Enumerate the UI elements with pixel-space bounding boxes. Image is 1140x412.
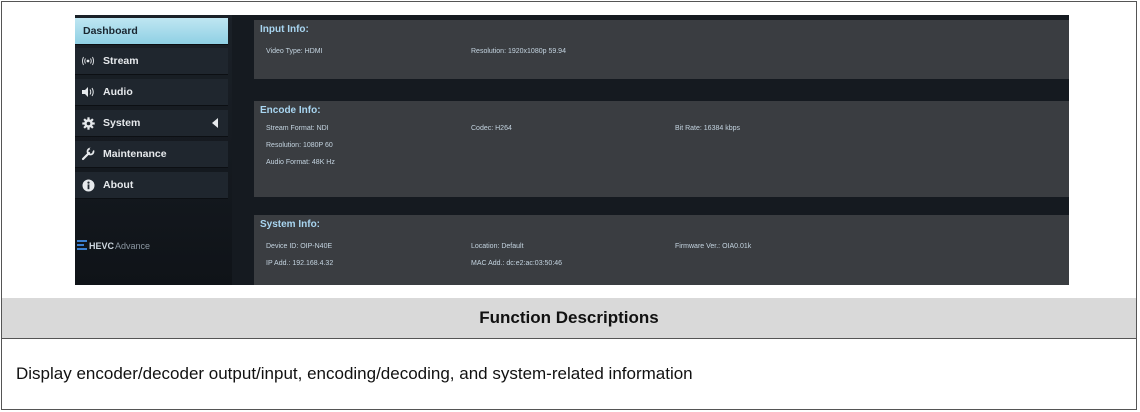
sidebar-item-audio[interactable]: Audio — [75, 79, 228, 106]
hevc-advance-logo: HEVC Advance — [77, 240, 150, 252]
firmware-value: Firmware Ver.: OIA0.01k — [675, 243, 752, 250]
screenshot-cell: Dashboard Stream — [2, 2, 1136, 299]
sidebar-item-label: About — [103, 179, 134, 191]
encode-info-title: Encode Info: — [260, 105, 321, 116]
function-description-cell: Display encoder/decoder output/input, en… — [2, 339, 1136, 409]
gear-icon — [81, 116, 95, 130]
sidebar-item-system[interactable]: System — [75, 110, 228, 137]
info-icon — [81, 178, 95, 192]
system-info-panel: System Info: Device ID: OIP-N40E Locatio… — [254, 215, 1069, 285]
codec-value: Codec: H264 — [471, 125, 512, 132]
table-header-text: Function Descriptions — [479, 308, 659, 327]
sidebar-item-label: Audio — [103, 86, 133, 98]
speaker-icon — [81, 85, 95, 99]
sidebar-item-label: Stream — [103, 55, 139, 67]
broadcast-icon — [81, 54, 95, 68]
input-info-panel: Input Info: Video Type: HDMI Resolution:… — [254, 20, 1069, 79]
sidebar-item-stream[interactable]: Stream — [75, 48, 228, 75]
chevron-left-icon[interactable] — [212, 118, 218, 128]
input-info-title: Input Info: — [260, 24, 309, 35]
sidebar-item-dashboard[interactable]: Dashboard — [75, 18, 228, 45]
video-type-value: Video Type: HDMI — [266, 48, 323, 55]
sidebar-item-about[interactable]: About — [75, 172, 228, 199]
system-info-title: System Info: — [260, 219, 321, 230]
sidebar: Dashboard Stream — [75, 15, 232, 285]
sidebar-item-maintenance[interactable]: Maintenance — [75, 141, 228, 168]
stream-format-value: Stream Format: NDI — [266, 125, 329, 132]
ip-address-value: IP Add.: 192.168.4.32 — [266, 260, 334, 267]
sidebar-item-label: Dashboard — [83, 25, 138, 37]
sidebar-item-label: System — [103, 117, 141, 129]
encode-info-panel: Encode Info: Stream Format: NDI Codec: H… — [254, 101, 1069, 197]
logo-brand: HEVC — [89, 241, 115, 251]
logo-mark-icon — [77, 240, 89, 252]
location-value: Location: Default — [471, 243, 524, 250]
bit-rate-value: Bit Rate: 16384 kbps — [675, 125, 740, 132]
function-descriptions-header: Function Descriptions — [2, 298, 1136, 339]
description-text: Display encoder/decoder output/input, en… — [16, 364, 693, 383]
logo-suffix: Advance — [115, 241, 151, 251]
wrench-icon — [81, 147, 95, 161]
sidebar-item-label: Maintenance — [103, 148, 167, 160]
mac-address-value: MAC Add.: dc:e2:ac:03:50:46 — [471, 260, 563, 267]
audio-format-value: Audio Format: 48K Hz — [266, 159, 335, 166]
device-id-value: Device ID: OIP-N40E — [266, 243, 333, 250]
encode-resolution-value: Resolution: 1080P 60 — [266, 142, 333, 149]
input-resolution-value: Resolution: 1920x1080p 59.94 — [471, 48, 566, 55]
web-ui-screenshot: Dashboard Stream — [75, 15, 1069, 285]
